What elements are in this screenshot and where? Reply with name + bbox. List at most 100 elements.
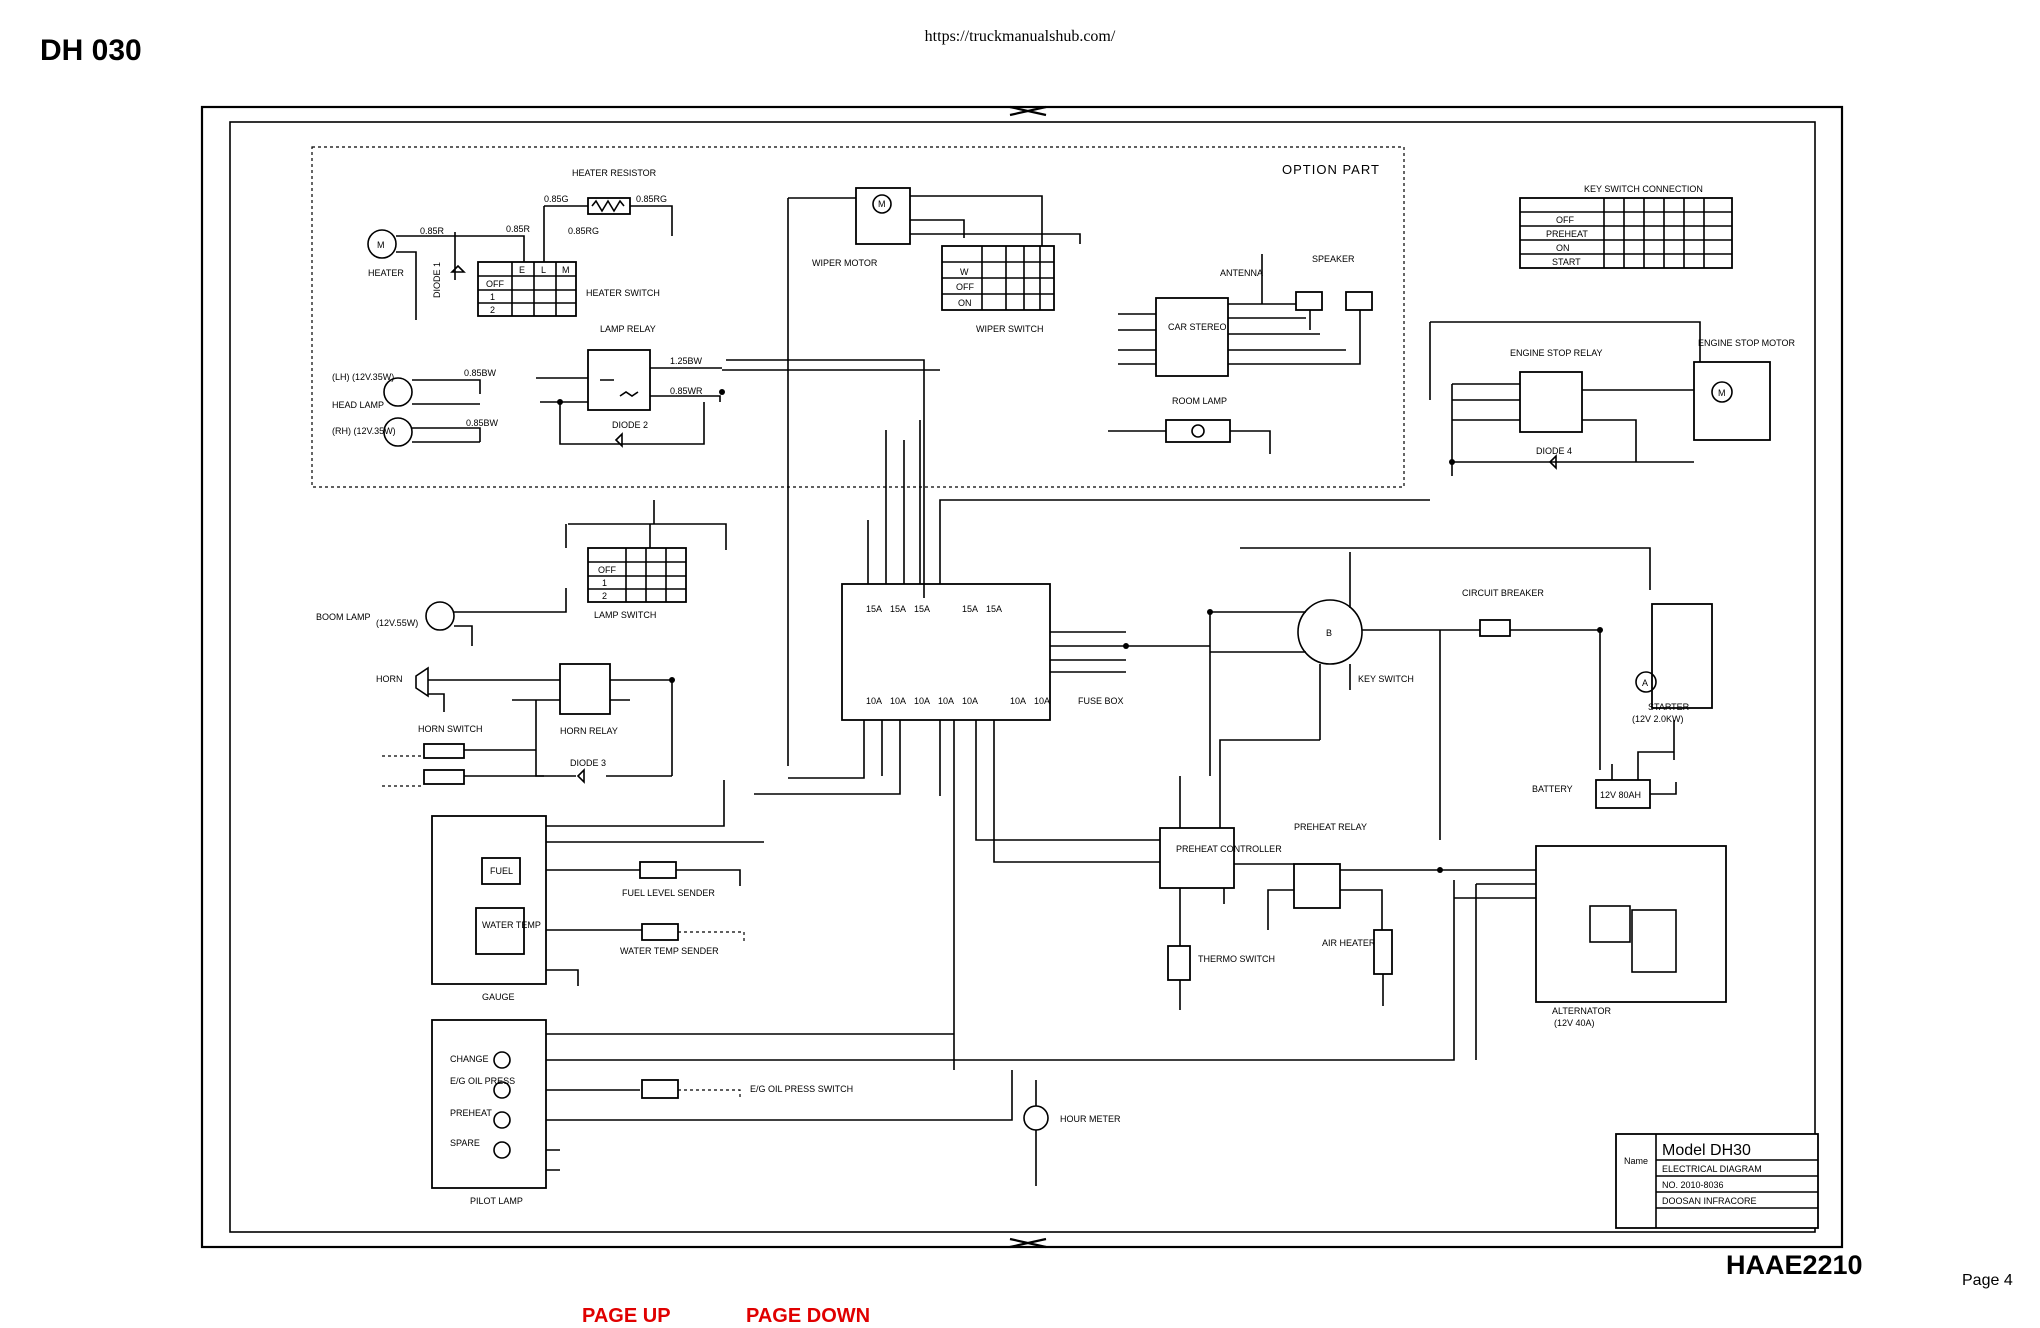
horn xyxy=(415,666,429,698)
speaker-lh xyxy=(1295,291,1323,311)
svg-text:1: 1 xyxy=(602,578,607,588)
horn-label: HORN xyxy=(376,674,403,684)
svg-text:PREHEAT: PREHEAT xyxy=(1546,229,1588,239)
preheat-relay xyxy=(1293,863,1341,909)
svg-text:1: 1 xyxy=(490,292,495,302)
diode-3 xyxy=(576,768,585,784)
battery-label: BATTERY xyxy=(1532,784,1573,794)
page-up-link[interactable]: PAGE UP xyxy=(582,1305,671,1327)
svg-text:M: M xyxy=(562,265,570,275)
option-part-boundary xyxy=(311,146,1405,488)
hour-meter xyxy=(1023,1105,1049,1131)
svg-text:START: START xyxy=(1552,257,1581,267)
svg-text:A: A xyxy=(1642,678,1648,688)
fuel-label: FUEL xyxy=(490,866,513,876)
pilot-lamp-label: PILOT LAMP xyxy=(470,1196,523,1206)
diagram-subtitle: ELECTRICAL DIAGRAM xyxy=(1662,1164,1762,1174)
model-name: Model DH30 xyxy=(1662,1142,1751,1159)
boom-lamp xyxy=(425,601,455,631)
fuel-level-sender-label: FUEL LEVEL SENDER xyxy=(622,888,715,898)
water-temp-label: WATER TEMP xyxy=(482,920,541,930)
boom-lamp-rating: (12V.55W) xyxy=(376,618,418,628)
engine-stop-relay-label: ENGINE STOP RELAY xyxy=(1510,348,1603,358)
lamp-switch-label: LAMP SWITCH xyxy=(594,610,656,620)
page-down-link[interactable]: PAGE DOWN xyxy=(746,1305,871,1327)
svg-text:L: L xyxy=(541,265,546,275)
horn-relay-label: HORN RELAY xyxy=(560,726,618,736)
heater-switch-table xyxy=(477,261,577,317)
car-stereo xyxy=(1155,297,1229,377)
gauge-label: GAUGE xyxy=(482,992,515,1002)
thermo-switch-label: THERMO SWITCH xyxy=(1198,954,1275,964)
head-lamp-label: HEAD LAMP xyxy=(332,400,384,410)
inner-frame xyxy=(229,121,1816,1233)
battery-rating: 12V 80AH xyxy=(1600,790,1641,800)
svg-text:0.85BW: 0.85BW xyxy=(464,368,497,378)
svg-text:E: E xyxy=(519,265,525,275)
svg-text:2: 2 xyxy=(490,305,495,315)
svg-text:0.85G: 0.85G xyxy=(544,194,569,204)
horn-switch xyxy=(423,743,465,759)
preheat-relay-label: PREHEAT RELAY xyxy=(1294,822,1367,832)
svg-text:0.85WR: 0.85WR xyxy=(670,386,703,396)
thermo-switch xyxy=(1167,945,1191,981)
fuse-top-2: 15A xyxy=(890,604,906,614)
preheat-lamp-label: PREHEAT xyxy=(450,1108,492,1118)
starter xyxy=(1651,603,1713,709)
option-part-label: OPTION PART xyxy=(1282,162,1380,177)
fuse-row-top: 15A 15A 15A 15A 15A xyxy=(866,604,1002,614)
outer-frame xyxy=(200,105,1844,1249)
svg-text:OFF: OFF xyxy=(956,282,974,292)
eg-oil-press-switch-label: E/G OIL PRESS SWITCH xyxy=(750,1084,853,1094)
fuse-bottom-7: 10A xyxy=(1034,696,1050,706)
alternator-label: ALTERNATOR xyxy=(1552,1006,1612,1016)
heater-switch-label: HEATER SWITCH xyxy=(586,288,660,298)
hour-meter-label: HOUR METER xyxy=(1060,1114,1121,1124)
lamp-relay xyxy=(587,349,651,411)
svg-text:OFF: OFF xyxy=(1556,215,1574,225)
company-name: DOOSAN INFRACORE xyxy=(1662,1196,1757,1206)
source-url: https://truckmanualshub.com/ xyxy=(924,28,1116,45)
speaker-label: SPEAKER xyxy=(1312,254,1355,264)
svg-text:ON: ON xyxy=(958,298,972,308)
water-temp-sender xyxy=(641,923,679,941)
svg-text:B: B xyxy=(1326,628,1332,638)
eg-oil-press-switch xyxy=(641,1079,679,1099)
page-number: Page 4 xyxy=(1962,1272,2013,1289)
room-lamp-label: ROOM LAMP xyxy=(1172,396,1227,406)
lamp-switch-table xyxy=(587,547,687,603)
water-temp-sender-label: WATER TEMP SENDER xyxy=(620,946,719,956)
fuse-bottom-4: 10A xyxy=(938,696,954,706)
pilot-lamp xyxy=(431,1019,547,1189)
room-lamp xyxy=(1165,419,1231,443)
antenna-label: ANTENNA xyxy=(1220,268,1263,278)
fuse-bottom-1: 10A xyxy=(866,696,882,706)
svg-text:OFF: OFF xyxy=(598,565,616,575)
wiper-switch-label: WIPER SWITCH xyxy=(976,324,1044,334)
head-lamp-rh-rating: (RH) (12V.35W) xyxy=(332,426,396,436)
boom-lamp-label: BOOM LAMP xyxy=(316,612,371,622)
svg-text:0.85RG: 0.85RG xyxy=(636,194,667,204)
horn-relay xyxy=(559,663,611,715)
preheat-controller xyxy=(1159,827,1235,889)
spare-label: SPARE xyxy=(450,1138,480,1148)
fuse-bottom-5: 10A xyxy=(962,696,978,706)
fuse-row-bottom: 10A 10A 10A 10A 10A 10A 10A xyxy=(866,696,1050,706)
frame-marker xyxy=(1009,105,1047,1249)
diode-4 xyxy=(1548,454,1557,470)
diagram-number: NO. 2010-8036 xyxy=(1662,1180,1724,1190)
key-switch-label: KEY SWITCH xyxy=(1358,674,1414,684)
diode-4-label: DIODE 4 xyxy=(1536,446,1572,456)
fuse-bottom-3: 10A xyxy=(914,696,930,706)
svg-text:W: W xyxy=(960,267,969,277)
svg-text:1.25BW: 1.25BW xyxy=(670,356,703,366)
engine-stop-motor xyxy=(1693,361,1771,441)
key-switch-connection-label: KEY SWITCH CONNECTION xyxy=(1584,184,1703,194)
car-stereo-label: CAR STEREO xyxy=(1168,322,1227,332)
diode-2 xyxy=(614,432,623,448)
head-lamp-lh-rating: (LH) (12V.35W) xyxy=(332,372,394,382)
fuel-gauge xyxy=(481,857,521,885)
circuit-breaker-label: CIRCUIT BREAKER xyxy=(1462,588,1544,598)
svg-text:M: M xyxy=(377,240,385,250)
fuel-level-sender xyxy=(639,861,677,879)
